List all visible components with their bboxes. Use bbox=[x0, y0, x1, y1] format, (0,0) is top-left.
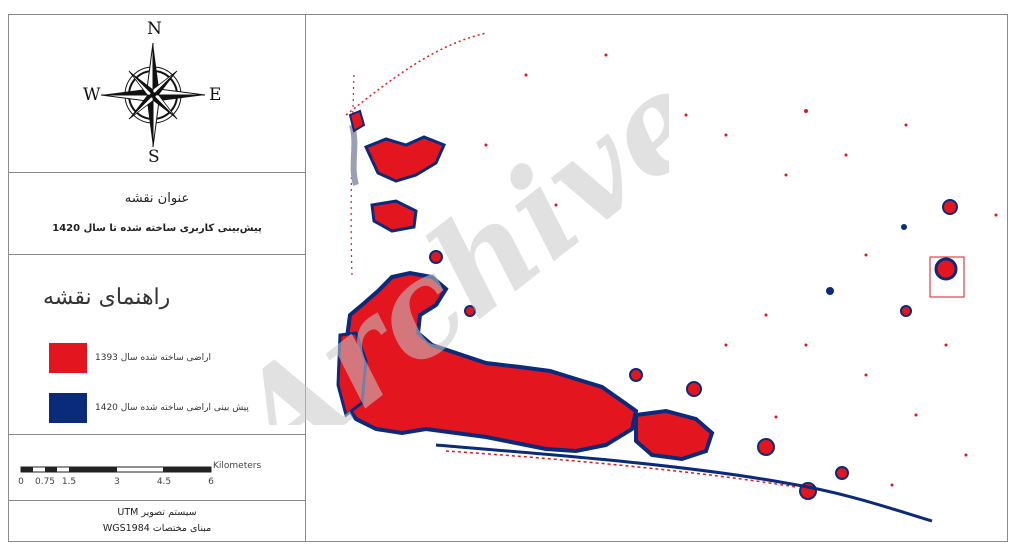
built-patch-j bbox=[464, 305, 476, 317]
compass-west-label: W bbox=[83, 85, 101, 105]
compass-north-label: N bbox=[147, 19, 162, 39]
legend-label-built-1393: اراضی ساخته شده سال 1393 bbox=[95, 353, 212, 363]
scale-tick-1-5: 1.5 bbox=[61, 477, 77, 487]
coastal-road-line bbox=[345, 32, 487, 116]
scale-tick-0: 0 bbox=[18, 477, 24, 487]
rectangular-site bbox=[929, 256, 965, 298]
built-patch-d bbox=[934, 257, 958, 281]
built-patch-i bbox=[429, 250, 443, 264]
map-legend-box: راهنمای نقشه اراضی ساخته شده سال 1393 پی… bbox=[9, 255, 305, 435]
built-area-main-city bbox=[339, 270, 639, 454]
map-side-panel: N S E W عنوان نقشه پیش‌بینی کاربری ساخته… bbox=[9, 15, 306, 541]
compass-rose-icon bbox=[100, 42, 206, 148]
map-title-heading: عنوان نقشه bbox=[124, 191, 190, 206]
built-area-cluster-1 bbox=[363, 135, 447, 183]
scale-tick-3: 3 bbox=[114, 477, 120, 487]
map-title-text: پیش‌بینی کاربری ساخته شده تا سال 1420 bbox=[52, 223, 262, 234]
projection-info-box: سیستم تصویر UTM مبنای مختصات WGS1984 bbox=[9, 501, 305, 541]
legend-label-forecast-1420: پیش بینی اراضی ساخته شده سال 1420 bbox=[95, 403, 249, 413]
coordinate-datum-label: مبنای مختصات WGS1984 bbox=[102, 523, 212, 534]
map-layout-frame: N S E W عنوان نقشه پیش‌بینی کاربری ساخته… bbox=[8, 14, 1008, 542]
built-area-blob-3 bbox=[348, 109, 366, 133]
scale-tick-6: 6 bbox=[208, 477, 214, 487]
projection-system-label: سیستم تصویر UTM bbox=[117, 507, 197, 518]
legend-swatch-forecast-1420 bbox=[49, 393, 87, 423]
built-patch-f bbox=[900, 305, 912, 317]
forecast-patch-l bbox=[901, 224, 907, 230]
southern-shoreline-strip bbox=[435, 443, 933, 523]
built-area-east-extension bbox=[634, 408, 715, 462]
built-patch-e bbox=[942, 199, 958, 215]
legend-heading: راهنمای نقشه bbox=[43, 285, 171, 310]
built-patch-c bbox=[757, 438, 775, 456]
scattered-built-dots bbox=[484, 53, 998, 487]
built-area-west-lobe bbox=[336, 331, 368, 418]
built-patch-b bbox=[686, 381, 702, 397]
map-canvas[interactable] bbox=[306, 15, 1007, 541]
compass-east-label: E bbox=[209, 85, 222, 105]
map-title-box: عنوان نقشه پیش‌بینی کاربری ساخته شده تا … bbox=[9, 173, 305, 255]
legend-swatch-built-1393 bbox=[49, 343, 87, 373]
compass-south-label: S bbox=[148, 147, 160, 167]
scale-tick-0-75: 0.75 bbox=[34, 477, 56, 487]
gray-water-strip bbox=[349, 124, 359, 186]
built-patch-a bbox=[629, 368, 643, 382]
southern-shoreline-red bbox=[445, 450, 797, 488]
forecast-patch-k bbox=[826, 287, 834, 295]
scale-bar bbox=[20, 466, 212, 473]
scale-unit-label: Kilometers bbox=[213, 461, 262, 471]
scale-bar-box: 0 0.75 1.5 3 4.5 6 Kilometers bbox=[9, 435, 305, 501]
built-area-cluster-2 bbox=[370, 199, 418, 233]
built-patch-g bbox=[835, 466, 849, 480]
north-arrow-box: N S E W bbox=[9, 15, 305, 173]
scale-tick-4-5: 4.5 bbox=[156, 477, 172, 487]
